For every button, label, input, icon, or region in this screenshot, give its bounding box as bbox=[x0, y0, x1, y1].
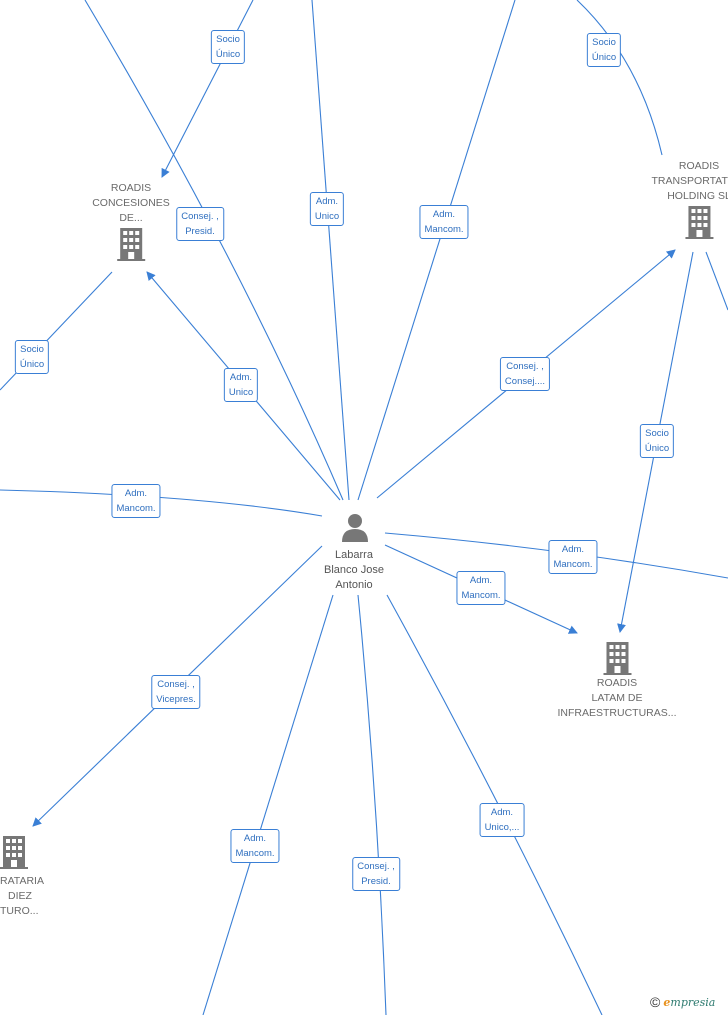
building-icon bbox=[602, 642, 631, 675]
company-node-latam[interactable]: ROADIS LATAM DE INFRAESTRUCTURAS... bbox=[557, 640, 677, 721]
edge-label-adm-unico[interactable]: Adm.Unico bbox=[223, 368, 259, 402]
edge-label-adm-mancom[interactable]: Adm.Mancom. bbox=[230, 829, 280, 863]
building-icon bbox=[0, 836, 28, 869]
person-icon bbox=[342, 514, 368, 542]
edge-label-adm-mancom[interactable]: Adm.Mancom. bbox=[419, 205, 469, 239]
edge-bottom-right bbox=[386, 594, 603, 1015]
edge-socio-top-right bbox=[576, 0, 663, 156]
edge-top-center bbox=[311, 0, 350, 501]
edge-label-consej-presid[interactable]: Consej. ,Presid. bbox=[352, 857, 400, 891]
edge-label-adm-mancom[interactable]: Adm.Mancom. bbox=[456, 571, 506, 605]
edge-label-adm-unico[interactable]: Adm.Unico,... bbox=[479, 803, 525, 837]
edge-label-consej-consej[interactable]: Consej. ,Consej.... bbox=[499, 357, 551, 391]
edge-transportation-right bbox=[705, 251, 728, 311]
edge-socio-to-concesiones bbox=[161, 0, 254, 178]
person-name[interactable]: Labarra Blanco Jose Antonio bbox=[324, 549, 384, 591]
edge-label-adm-mancom[interactable]: Adm.Mancom. bbox=[548, 540, 598, 574]
edge-label-adm-unico[interactable]: Adm.Unico bbox=[309, 192, 345, 226]
edge-left bbox=[0, 489, 323, 517]
company-node-concesiones[interactable]: ROADIS CONCESIONES DE... bbox=[92, 181, 170, 262]
building-icon bbox=[685, 206, 713, 239]
edge-bottom-left bbox=[202, 594, 334, 1015]
copyright-icon: © bbox=[650, 994, 661, 1010]
company-node-transportation[interactable]: ROADIS TRANSPORTATION HOLDING SL bbox=[651, 159, 728, 240]
edge-top-left bbox=[84, 0, 344, 501]
edge-label-adm-mancom[interactable]: Adm.Mancom. bbox=[111, 484, 161, 518]
empresia-logo[interactable]: empresia bbox=[663, 996, 716, 1009]
company-node-concesionaria[interactable]: RATARIA DIEZ TURO... bbox=[0, 875, 44, 917]
edge-bottom-center bbox=[357, 594, 387, 1015]
edge-label-consej-presid[interactable]: Consej. ,Presid. bbox=[176, 207, 224, 241]
copyright-footer: © empresia bbox=[650, 994, 715, 1010]
building-icon bbox=[116, 228, 145, 261]
edge-label-consej-vicepres[interactable]: Consej. ,Vicepres. bbox=[151, 675, 201, 709]
edge-top-right bbox=[357, 0, 516, 501]
